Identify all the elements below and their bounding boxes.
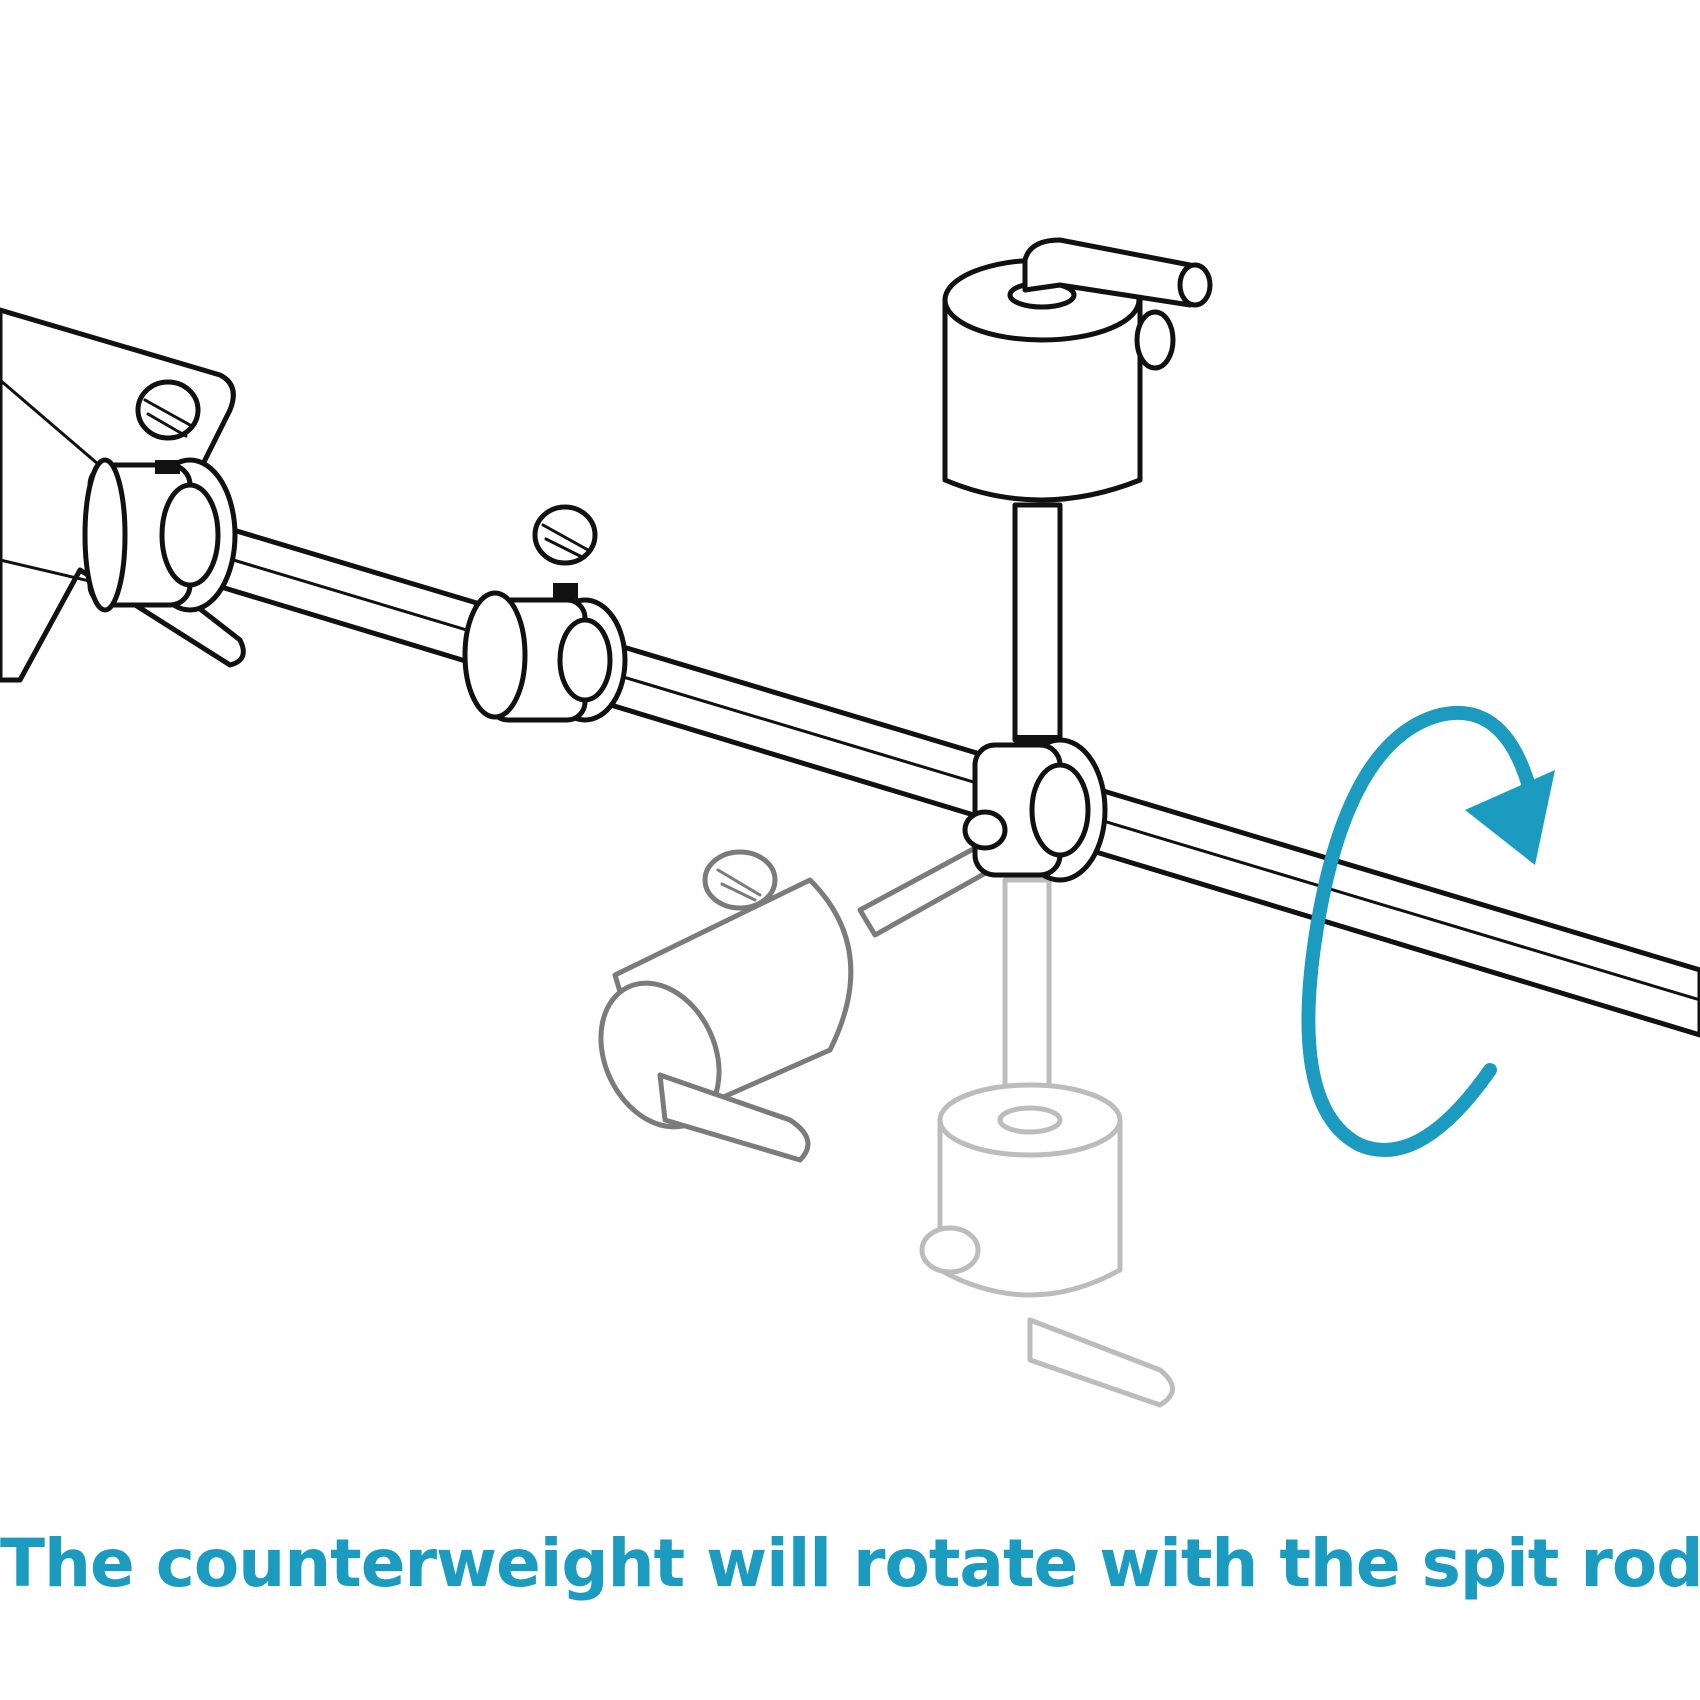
rotation-arrow-icon bbox=[1301, 705, 1555, 1157]
counterweight bbox=[942, 237, 1213, 755]
counterweight-collar bbox=[962, 737, 1108, 883]
counterweight-ghost-tilted bbox=[598, 837, 1003, 1163]
middle-collar bbox=[462, 504, 628, 723]
caption-text: The counterweight will rotate with the s… bbox=[0, 1525, 1700, 1602]
spit-rod bbox=[0, 457, 1700, 1038]
counterweight-ghost-down bbox=[919, 877, 1175, 1408]
fork-collar bbox=[82, 379, 238, 613]
